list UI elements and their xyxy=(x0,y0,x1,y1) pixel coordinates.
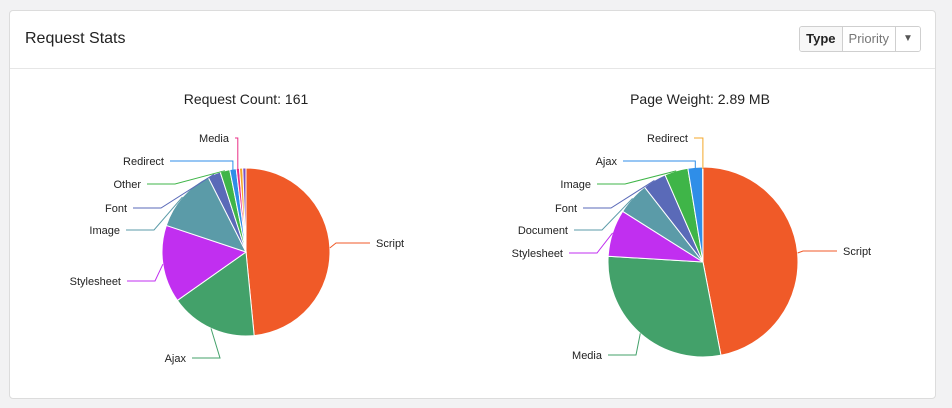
slice-label-redirect: Redirect xyxy=(647,133,688,145)
leader-line xyxy=(126,196,183,231)
chart-title: Request Count: 161 xyxy=(184,91,309,107)
leader-line xyxy=(583,179,655,209)
slice-label-script: Script xyxy=(376,238,404,250)
pie-slice-ajax[interactable] xyxy=(176,251,255,337)
pie-slice-script[interactable] xyxy=(245,167,331,337)
slice-label-font: Font xyxy=(105,203,127,215)
toggle-priority-button[interactable]: Priority xyxy=(841,27,895,51)
leader-line xyxy=(597,170,677,185)
slice-label-redirect: Redirect xyxy=(123,156,164,168)
leader-line xyxy=(694,137,704,169)
leader-line xyxy=(797,250,837,254)
slice-label-font: Font xyxy=(555,203,577,215)
slice-label-stylesheet: Stylesheet xyxy=(70,276,121,288)
slice-label-document: Document xyxy=(518,225,568,237)
leader-line xyxy=(127,263,164,282)
leader-line xyxy=(574,197,633,231)
slice-label-other: Other xyxy=(113,179,141,191)
pie-slice-media[interactable] xyxy=(607,255,722,358)
slice-label-script: Script xyxy=(843,246,871,258)
type-priority-toggle: Type Priority ▼ xyxy=(799,26,921,52)
slice-label-media: Media xyxy=(199,133,230,145)
leader-line xyxy=(147,170,226,185)
leader-line xyxy=(133,173,215,209)
slice-label-ajax: Ajax xyxy=(596,156,618,168)
leader-line xyxy=(170,160,234,170)
leader-line xyxy=(623,160,696,169)
leader-line xyxy=(608,333,641,356)
request-stats-card: Request Stats Type Priority ▼ xyxy=(9,10,936,399)
leader-line xyxy=(569,232,613,254)
slice-label-ajax: Ajax xyxy=(165,353,187,365)
slice-label-media: Media xyxy=(572,350,603,362)
slice-label-image: Image xyxy=(89,225,120,237)
chart-title: Page Weight: 2.89 MB xyxy=(630,91,770,107)
toggle-type-button[interactable]: Type xyxy=(800,27,842,51)
card-header: Request Stats Type Priority ▼ xyxy=(10,11,935,69)
leader-line xyxy=(192,328,221,359)
pie-slice-image[interactable] xyxy=(165,176,247,253)
slice-label-image: Image xyxy=(560,179,591,191)
card-title: Request Stats xyxy=(25,30,126,47)
leader-line xyxy=(235,137,239,170)
pie-slice-unlabeled-9[interactable] xyxy=(242,167,247,253)
slice-label-stylesheet: Stylesheet xyxy=(512,248,563,260)
leader-line xyxy=(329,242,370,249)
caret-down-icon[interactable]: ▼ xyxy=(895,27,920,51)
pie-slice-script[interactable] xyxy=(702,166,799,356)
